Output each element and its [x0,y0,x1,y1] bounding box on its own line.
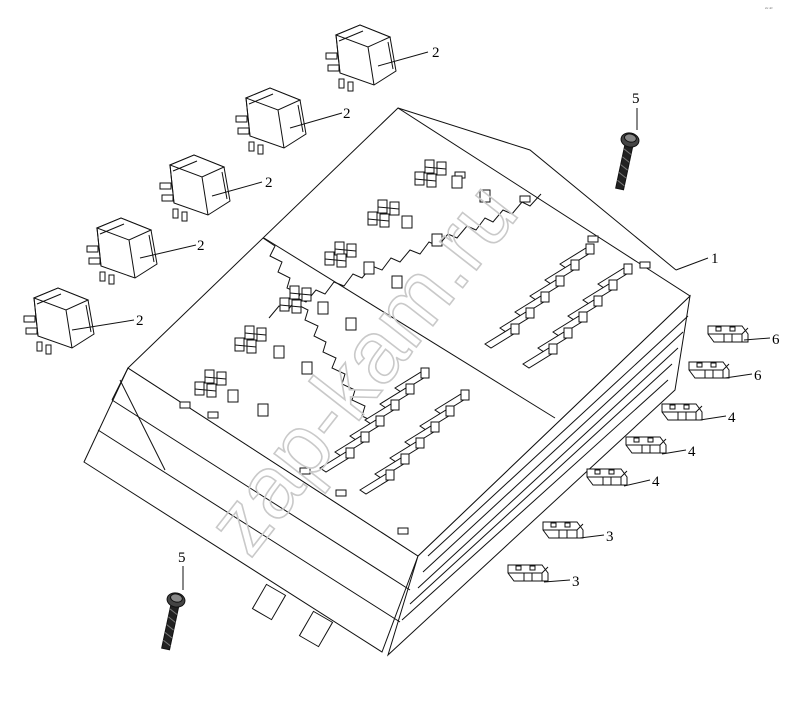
callout-label-1: 1 [711,251,719,267]
fuse [542,521,584,539]
callout-label-6: 6 [772,332,780,348]
callout-label-3: 3 [606,529,614,545]
callout-label-2: 2 [432,45,440,61]
callout-label-4: 4 [728,410,736,426]
fuse-box-housing [83,107,691,657]
callout-label-4: 4 [652,474,660,490]
callout-label-2: 2 [136,313,144,329]
callout-label-6: 6 [754,368,762,384]
bolt-top [610,130,641,192]
callout-label-4: 4 [688,444,696,460]
fuse [661,403,703,421]
relay [86,217,158,285]
relay [325,24,397,92]
leader-lines [71,51,771,590]
fuse [586,468,628,486]
relay [23,287,95,355]
fuse [507,564,549,582]
relay [159,154,231,222]
fuse [688,361,730,379]
callout-label-5: 5 [178,550,186,566]
fuse [625,436,667,454]
callout-label-2: 2 [197,238,205,254]
relay [235,87,307,155]
callout-label-5: 5 [632,91,640,107]
bolt-bottom [156,590,187,652]
corner-mark: ᵃᵇᶜ ᵈᵉᶠ [765,6,773,11]
fuse [707,325,749,343]
callout-label-3: 3 [572,574,580,590]
callout-label-2: 2 [343,106,351,122]
callout-label-2: 2 [265,175,273,191]
